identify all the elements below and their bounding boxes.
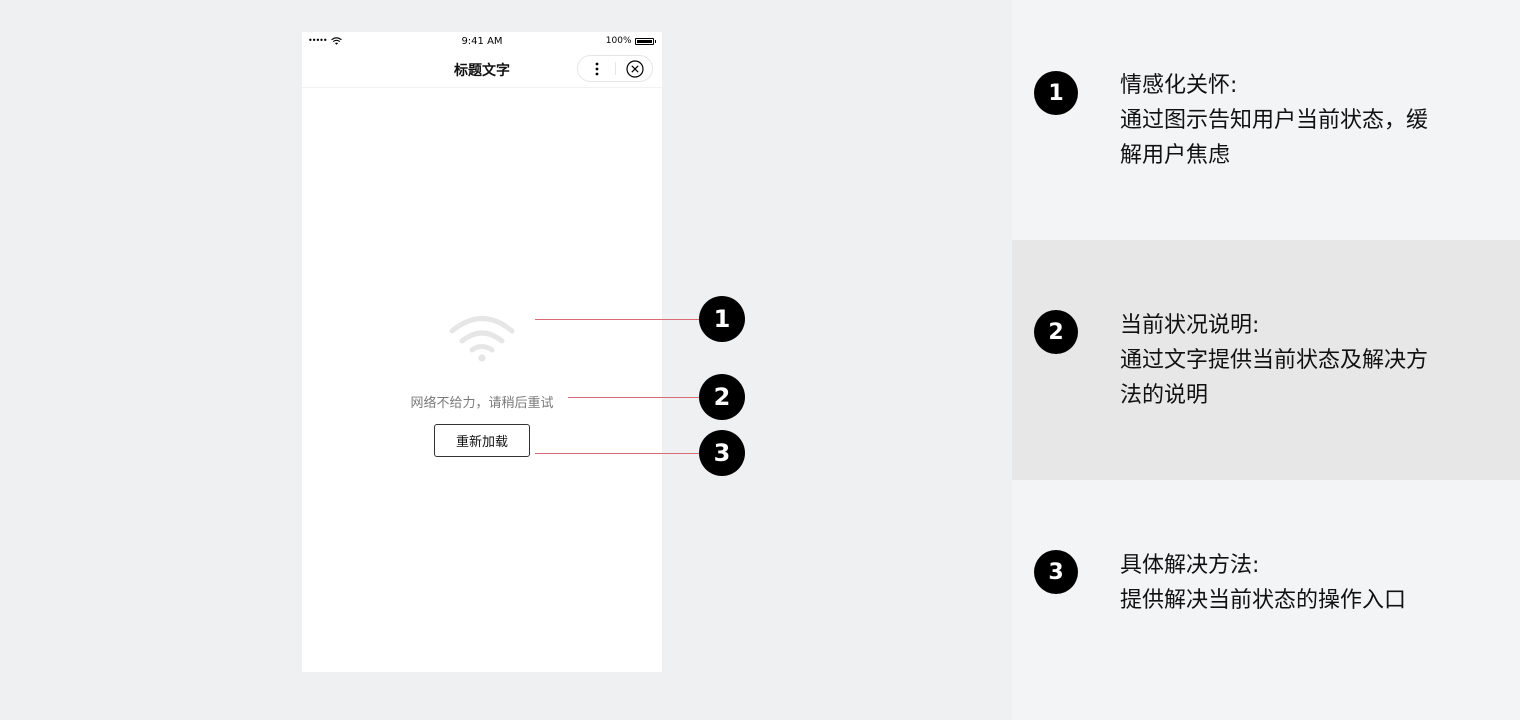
more-button[interactable] — [578, 56, 616, 81]
callout-marker-1: 1 — [699, 296, 745, 342]
leader-line-2 — [568, 397, 701, 398]
mini-program-capsule — [577, 55, 653, 82]
annotation-title: 情感化关怀: — [1120, 73, 1238, 98]
reload-button[interactable]: 重新加载 — [434, 424, 530, 457]
signal-dots: ••••• — [308, 36, 328, 45]
annotation-desc-line: 通过图示告知用户当前状态，缓 — [1120, 108, 1429, 133]
annotation-number: 2 — [1034, 310, 1078, 354]
battery-indicator: 100% — [606, 36, 656, 46]
annotation-number: 1 — [1034, 71, 1078, 115]
wifi-offline-icon — [449, 316, 515, 362]
annotation-panel-3: 3 具体解决方法: 提供解决当前状态的操作入口 — [1012, 480, 1520, 720]
nav-bar: 标题文字 — [302, 52, 662, 88]
annotation-title: 当前状况说明: — [1120, 313, 1260, 338]
annotation-desc-line: 提供解决当前状态的操作入口 — [1120, 588, 1407, 613]
annotation-text: 具体解决方法: 提供解决当前状态的操作入口 — [1120, 548, 1470, 618]
close-button[interactable] — [616, 56, 653, 81]
annotation-text: 当前状况说明: 通过文字提供当前状态及解决方 法的说明 — [1120, 308, 1470, 413]
annotation-title: 具体解决方法: — [1120, 553, 1260, 578]
more-dots-icon — [595, 62, 599, 75]
annotation-number: 3 — [1034, 550, 1078, 594]
capsule-divider — [615, 62, 616, 75]
leader-line-1 — [535, 319, 701, 320]
status-bar: ••••• 9:41 AM 100% — [302, 32, 662, 52]
status-time: 9:41 AM — [461, 36, 503, 47]
annotation-desc-line: 通过文字提供当前状态及解决方 — [1120, 348, 1429, 373]
annotation-panel-2: 2 当前状况说明: 通过文字提供当前状态及解决方 法的说明 — [1012, 240, 1520, 480]
annotation-desc-line: 解用户焦虑 — [1120, 143, 1231, 168]
leader-line-3 — [535, 453, 701, 454]
callout-marker-2: 2 — [699, 374, 745, 420]
battery-percent: 100% — [605, 36, 632, 46]
phone-mockup: ••••• 9:41 AM 100% 标题文字 — [302, 32, 662, 672]
annotation-text: 情感化关怀: 通过图示告知用户当前状态，缓 解用户焦虑 — [1120, 68, 1470, 173]
signal-indicator: ••••• — [308, 36, 342, 46]
close-circle-icon — [625, 59, 644, 78]
error-message: 网络不给力，请稍后重试 — [410, 396, 554, 411]
callout-marker-3: 3 — [699, 430, 745, 476]
annotation-panel-1: 1 情感化关怀: 通过图示告知用户当前状态，缓 解用户焦虑 — [1012, 0, 1520, 240]
battery-icon — [634, 37, 654, 45]
page-title: 标题文字 — [454, 63, 510, 79]
wifi-status-icon — [330, 37, 342, 45]
annotation-desc-line: 法的说明 — [1120, 383, 1209, 408]
